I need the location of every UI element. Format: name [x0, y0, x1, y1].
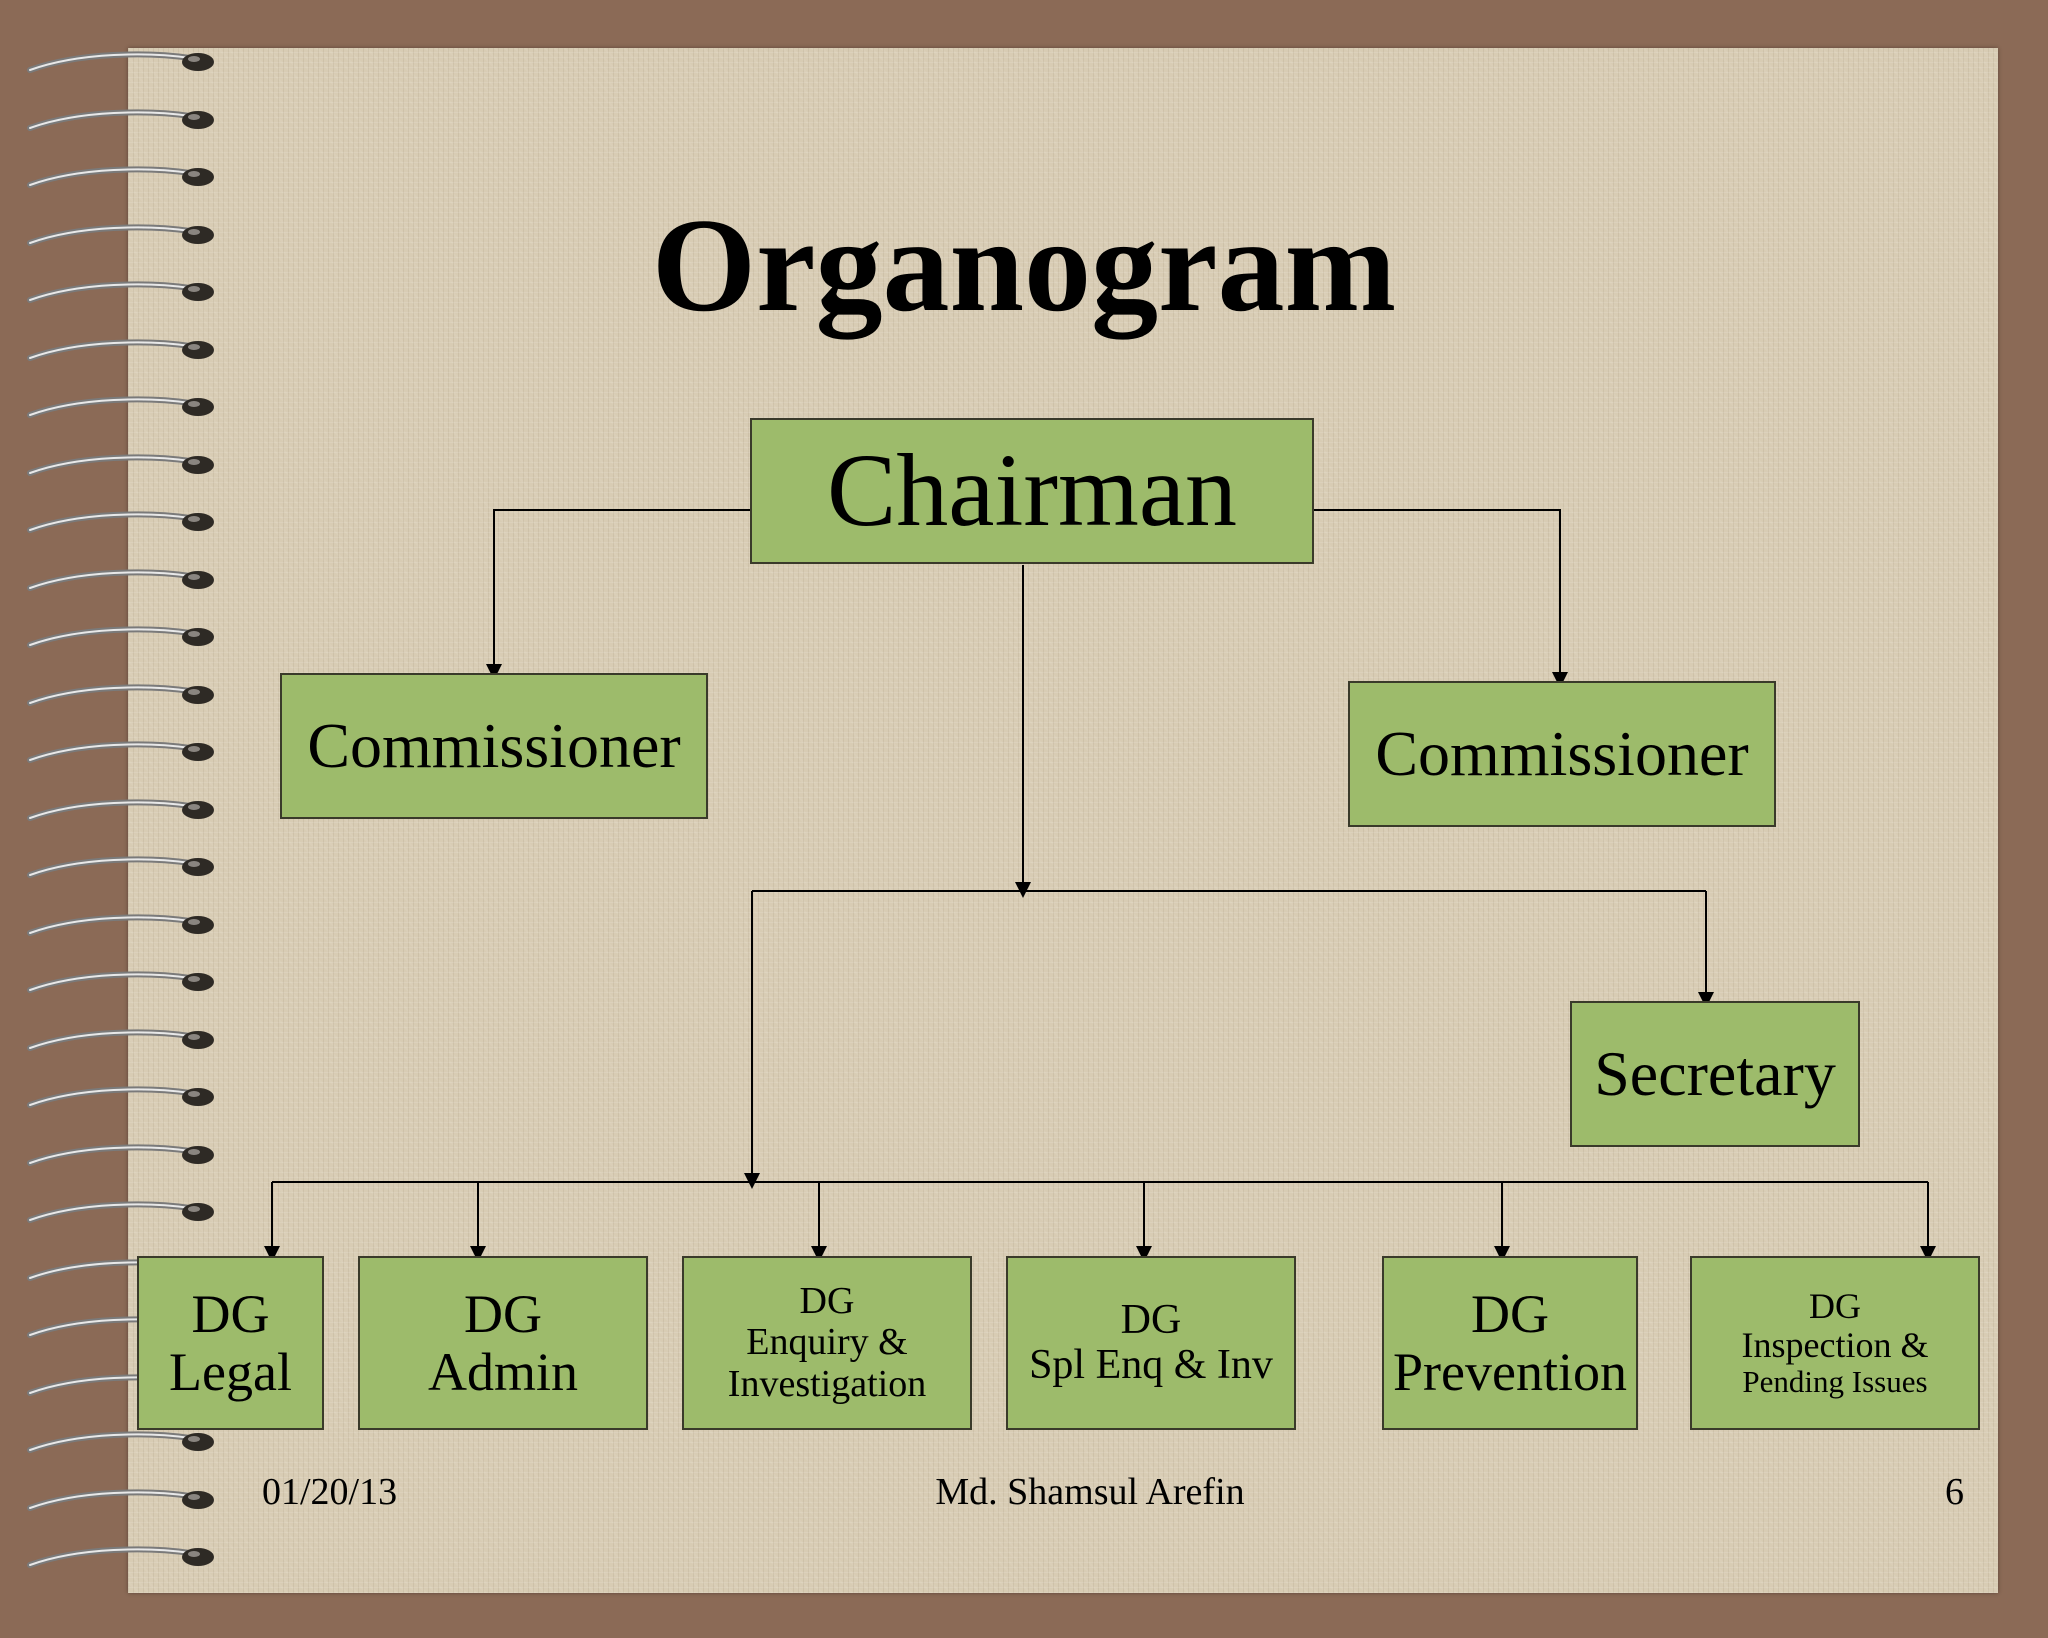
spiral-ring — [27, 1546, 214, 1568]
spiral-ring — [27, 741, 214, 763]
spiral-ring — [27, 683, 214, 706]
node-dg-admin: DG Admin — [358, 1256, 648, 1430]
spiral-ring — [27, 913, 214, 936]
footer-date: 01/20/13 — [262, 1471, 398, 1513]
spiral-ring — [27, 798, 214, 821]
spiral-ring — [27, 1028, 214, 1051]
spiral-ring — [27, 1431, 214, 1453]
node-dg-legal: DG Legal — [137, 1256, 324, 1430]
node-dg-legal-line-1: DG — [191, 1283, 270, 1344]
node-secretary-label: Secretary — [1594, 1038, 1836, 1110]
node-dg-prevention-line-1: DG — [1471, 1283, 1549, 1344]
node-dg-inspection-line-3: Pending Issues — [1742, 1364, 1928, 1400]
node-secretary: Secretary — [1570, 1001, 1860, 1147]
spiral-ring — [27, 166, 214, 188]
node-dg-prevention-line-2: Prevention — [1393, 1342, 1627, 1402]
node-dg-enquiry: DG Enquiry & Investigation — [682, 1256, 972, 1430]
spiral-ring — [27, 1143, 214, 1166]
node-dg-spl: DG Spl Enq & Inv — [1006, 1256, 1296, 1430]
node-dg-spl-line-1: DG — [1120, 1296, 1182, 1343]
spiral-ring — [27, 511, 214, 533]
spiral-ring — [27, 108, 214, 131]
spiral-ring — [27, 396, 214, 418]
spiral-ring — [27, 626, 214, 648]
node-dg-prevention: DG Prevention — [1382, 1256, 1638, 1430]
node-dg-spl-line-2: Spl Enq & Inv — [1029, 1342, 1273, 1388]
spiral-ring — [27, 1488, 214, 1511]
spiral-ring — [27, 453, 214, 476]
node-dg-inspection-line-2: Inspection & — [1741, 1325, 1929, 1366]
node-dg-admin-line-1: DG — [464, 1283, 542, 1344]
spiral-ring — [27, 568, 214, 591]
spiral-ring — [27, 856, 214, 878]
node-commissioner-right-label: Commissioner — [1375, 718, 1749, 790]
node-commissioner-right: Commissioner — [1348, 681, 1776, 827]
node-dg-admin-line-2: Admin — [427, 1342, 578, 1402]
node-chairman: Chairman — [750, 418, 1314, 564]
node-dg-enquiry-line-1: DG — [799, 1280, 855, 1323]
spiral-ring — [27, 338, 214, 361]
slide-title: Organogram — [651, 191, 1397, 339]
spiral-ring — [27, 1201, 214, 1223]
node-dg-enquiry-line-2: Enquiry & — [746, 1321, 908, 1364]
spiral-ring — [27, 1086, 214, 1108]
footer-page-number: 6 — [1945, 1471, 1964, 1513]
connector-chairman-commissioner-right — [1314, 509, 1568, 688]
spiral-ring — [27, 971, 214, 993]
connector-chairman-commissioner-left — [486, 509, 750, 680]
footer-author: Md. Shamsul Arefin — [935, 1471, 1245, 1513]
spiral-ring — [27, 223, 214, 246]
spiral-ring — [27, 281, 214, 303]
node-commissioner-left-label: Commissioner — [307, 710, 681, 782]
node-dg-inspection: DG Inspection & Pending Issues — [1690, 1256, 1980, 1430]
spiral-ring — [27, 51, 214, 73]
node-chairman-label: Chairman — [826, 432, 1238, 548]
node-dg-inspection-line-1: DG — [1809, 1286, 1861, 1327]
node-dg-enquiry-line-3: Investigation — [727, 1362, 927, 1405]
node-commissioner-left: Commissioner — [280, 673, 708, 819]
node-dg-legal-line-2: Legal — [169, 1342, 292, 1402]
